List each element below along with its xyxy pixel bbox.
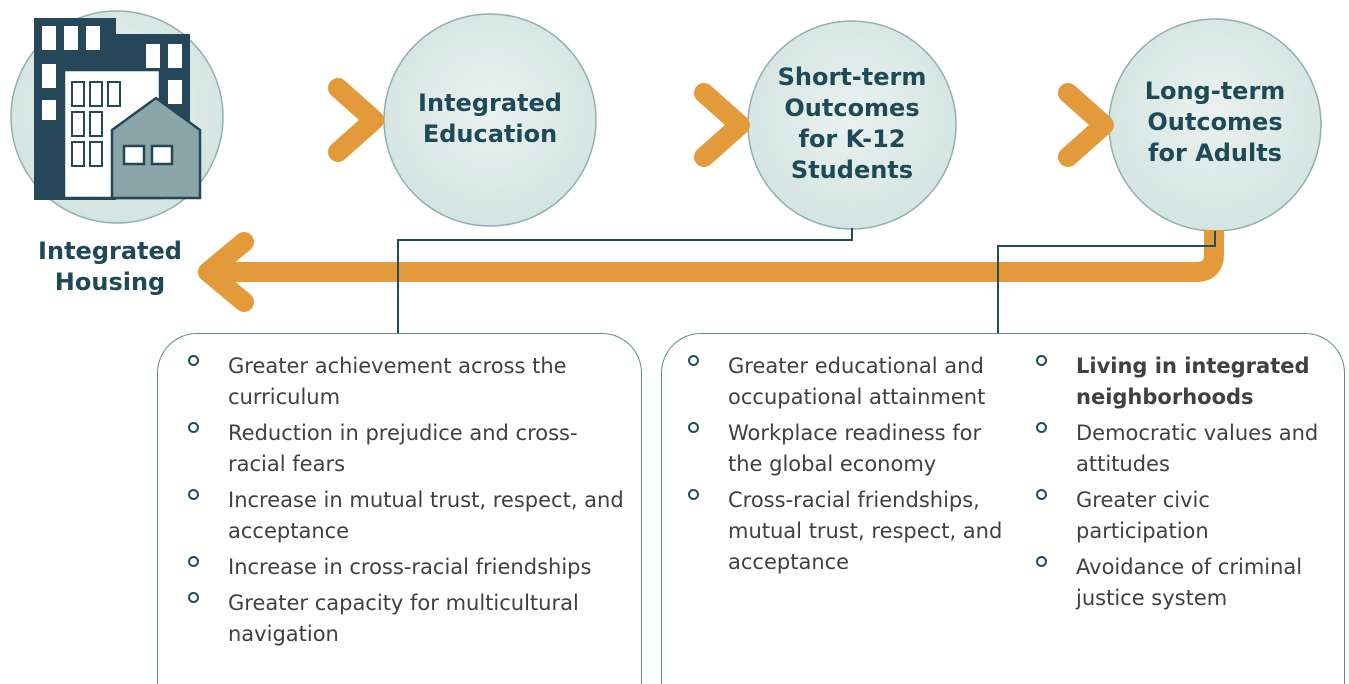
- ring-bullet-icon: [188, 489, 199, 500]
- list-item: Avoidance of criminal justice system: [1032, 552, 1332, 614]
- ring-bullet-icon: [188, 355, 199, 366]
- ring-bullet-icon: [688, 489, 699, 500]
- ring-bullet-icon: [1036, 422, 1047, 433]
- ring-bullet-icon: [188, 556, 199, 567]
- short-term-label: Short-term Outcomes for K-12 Students: [777, 63, 927, 184]
- arrow-housing-to-education: [234, 78, 384, 162]
- connector-short-term: [397, 228, 853, 333]
- list-item: Democratic values and attitudes: [1032, 418, 1332, 480]
- list-item: Greater civic participation: [1032, 485, 1332, 547]
- connector-long-term: [997, 231, 1216, 333]
- long-term-outcomes-list-col1: Greater educational and occupational att…: [684, 351, 1014, 583]
- education-label: Integrated Education: [418, 89, 562, 148]
- list-item: Increase in cross-racial friendships: [184, 552, 624, 583]
- list-item: Cross-racial friendships, mutual trust, …: [684, 485, 1014, 578]
- ring-bullet-icon: [188, 592, 199, 603]
- ring-bullet-icon: [688, 355, 699, 366]
- list-item: Reduction in prejudice and cross-racial …: [184, 418, 624, 480]
- ring-bullet-icon: [188, 422, 199, 433]
- arrow-short-term-to-long-term: [968, 83, 1114, 167]
- list-item: Increase in mutual trust, respect, and a…: [184, 485, 624, 547]
- list-item: Greater achievement across the curriculu…: [184, 351, 624, 413]
- ring-bullet-icon: [1036, 489, 1047, 500]
- arrow-education-to-short-term: [602, 83, 750, 167]
- ring-bullet-icon: [688, 422, 699, 433]
- long-term-outcomes-list-col2: Living in integrated neighborhoods Democ…: [1032, 351, 1332, 619]
- return-arrow-to-housing: [198, 230, 1224, 312]
- short-term-outcomes-list: Greater achievement across the curriculu…: [184, 351, 624, 655]
- buildings-and-house-icon: [34, 18, 202, 200]
- list-item: Workplace readiness for the global econo…: [684, 418, 1014, 480]
- long-term-outcomes-box: [661, 333, 1345, 684]
- ring-bullet-icon: [1036, 355, 1047, 366]
- short-term-outcomes-box: [157, 333, 642, 684]
- ring-bullet-icon: [1036, 556, 1047, 567]
- list-item: Living in integrated neighborhoods: [1032, 351, 1332, 413]
- long-term-label: Long-term Outcomes for Adults: [1144, 77, 1286, 167]
- housing-label: Integrated Housing: [38, 237, 182, 296]
- list-item: Greater educational and occupational att…: [684, 351, 1014, 413]
- list-item: Greater capacity for multicultural navig…: [184, 588, 624, 650]
